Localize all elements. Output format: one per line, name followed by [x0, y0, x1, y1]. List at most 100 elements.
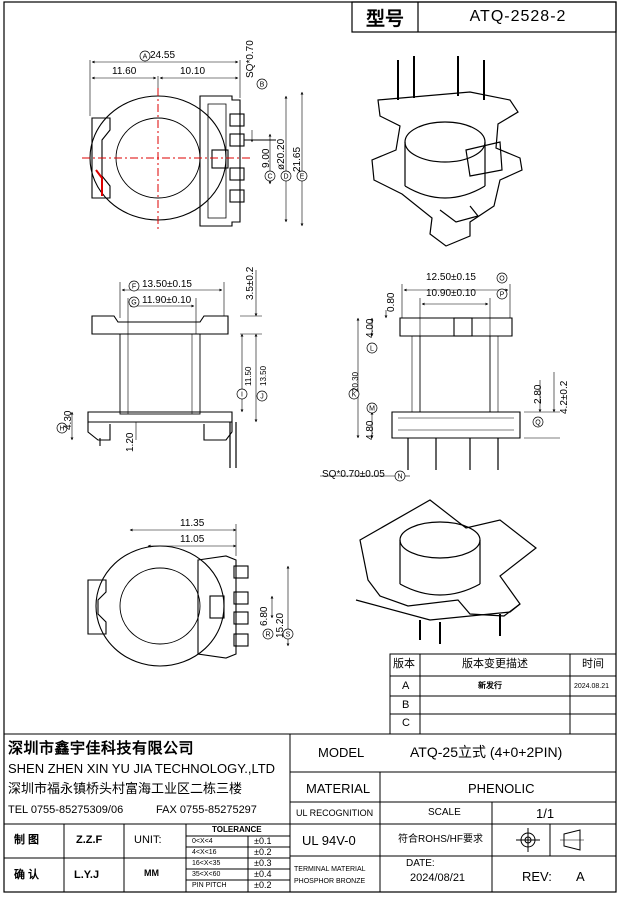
callout-circle-r [262, 628, 274, 640]
callout-letter-d: D [283, 174, 288, 181]
date-label: DATE: [406, 858, 435, 869]
check-label: 确 认 [14, 869, 40, 881]
rev-row-a-time: 2024.08.21 [574, 683, 610, 690]
callout-letter-b: B [260, 82, 265, 89]
callout-circle-e [296, 170, 308, 182]
rev-row-a-desc: 新发行 [478, 681, 502, 690]
material-label: MATERIAL [306, 781, 371, 796]
dim-0-80: 0.80 [386, 292, 397, 312]
dim-top-left: 11.60 [112, 66, 137, 77]
unit-value: MM [144, 868, 159, 878]
rohs-text: 符合ROHS/HF要求 [398, 834, 483, 845]
part-number-box [351, 1, 617, 33]
dim-k: 20.30 [351, 371, 360, 392]
terminal-label: TERMINAL MATERIAL [294, 866, 366, 873]
ul-label: UL RECOGNITION [296, 808, 374, 818]
dim-c: 9.00 [261, 148, 272, 168]
tolerance-range: 4<X<16 [192, 849, 217, 856]
callout-circle-g [128, 296, 140, 308]
callout-circle-b [256, 78, 268, 90]
projection-symbol-icon [516, 828, 584, 852]
made-by-value: Z.Z.F [76, 834, 103, 846]
dim-j: 13.50 [259, 365, 268, 386]
callout-circle-n [394, 470, 406, 482]
dim-o: 12.50±0.15 [426, 272, 476, 283]
company-address: 深圳市福永镇桥头村富海工业区二栋三楼 [8, 781, 243, 796]
callout-circle-p [496, 288, 508, 300]
callout-circle-s [282, 628, 294, 640]
callout-circle-c [264, 170, 276, 182]
unit-label: UNIT: [134, 834, 162, 846]
tolerance-value: ±0.2 [254, 847, 272, 857]
callout-circle-i [236, 388, 248, 400]
company-tel: TEL 0755-85275309/06 [8, 804, 124, 816]
tolerance-value: ±0.4 [254, 869, 272, 879]
callout-circle-o [496, 272, 508, 284]
title-block-grid [3, 733, 617, 893]
callout-circle-q [532, 416, 544, 428]
terminal-value: PHOSPHOR BRONZE [294, 878, 366, 885]
dim-q: 4.2±0.2 [559, 380, 570, 414]
callout-letter-p: P [500, 292, 505, 299]
dim-i: 11.50 [244, 366, 253, 386]
made-by-label: 制 图 [14, 834, 40, 846]
rev-row-b-ver: B [402, 699, 410, 711]
callout-letter-j: J [260, 394, 264, 401]
dim-e: 21.65 [292, 146, 303, 172]
company-name-cn: 深圳市鑫宇佳科技有限公司 [8, 740, 195, 757]
dim-11-05: 11.05 [180, 534, 205, 545]
callout-letter-m: M [369, 406, 375, 413]
tolerance-range: 35<X<60 [192, 871, 221, 878]
rev-col-desc: 版本变更描述 [462, 658, 528, 670]
scale-value: 1/1 [536, 806, 555, 821]
callout-letter-g: G [131, 300, 136, 307]
iso-view-bottom [355, 499, 537, 644]
dim-m: 4.80 [365, 420, 376, 440]
tolerance-value: ±0.1 [254, 836, 272, 846]
dim-h: 4.30 [63, 410, 74, 430]
dim-1-20: 1.20 [125, 432, 136, 452]
callout-letter-i: I [241, 392, 243, 399]
scale-label: SCALE [428, 807, 461, 818]
callout-circle-l [366, 342, 378, 354]
part-number: ATQ-2528-2 [469, 8, 567, 25]
dim-2-80: 2.80 [533, 384, 544, 404]
callout-letter-f: F [132, 284, 136, 291]
material-value: PHENOLIC [468, 781, 535, 796]
rev-col-time: 时间 [582, 658, 604, 670]
callout-letter-e: E [300, 174, 305, 181]
date-value: 2024/08/21 [410, 872, 466, 884]
callout-letter-h: H [59, 426, 64, 433]
rev-label: REV: [522, 869, 552, 884]
callout-letter-a: A [143, 54, 148, 61]
rev-value: A [576, 869, 585, 884]
front-view [87, 315, 237, 468]
dim-p: 10.90±0.10 [426, 288, 476, 299]
callout-circle-j [256, 390, 268, 402]
iso-view-top [371, 56, 523, 247]
callout-circle-k [348, 388, 360, 400]
model-label: MODEL [318, 745, 365, 760]
dim-n: SQ*0.70±0.05 [322, 469, 385, 480]
ul-value: UL 94V-0 [302, 833, 356, 848]
callout-circle-a [139, 50, 151, 62]
tolerance-range: 16<X<35 [192, 860, 221, 867]
callout-letter-r: R [265, 632, 270, 639]
bottom-view [87, 545, 249, 667]
callout-circle-h [56, 422, 68, 434]
callout-letter-k: K [352, 392, 357, 399]
type-label: 型号 [365, 8, 404, 30]
company-name-en: SHEN ZHEN XIN YU JIA TECHNOLOGY.,LTD [8, 761, 276, 776]
check-value: L.Y.J [74, 869, 100, 881]
dim-s: 15.20 [275, 612, 286, 638]
dim-b: SQ*0.70 [245, 40, 256, 78]
side-view [391, 317, 521, 470]
callout-letter-q: Q [535, 420, 541, 427]
dim-r: 6.80 [259, 606, 270, 626]
tolerance-range: PIN PITCH [192, 882, 227, 889]
dim-g: 11.90±0.10 [142, 295, 192, 306]
dim-3-5: 3.5±0.2 [245, 266, 256, 300]
callout-circle-f [128, 280, 140, 292]
